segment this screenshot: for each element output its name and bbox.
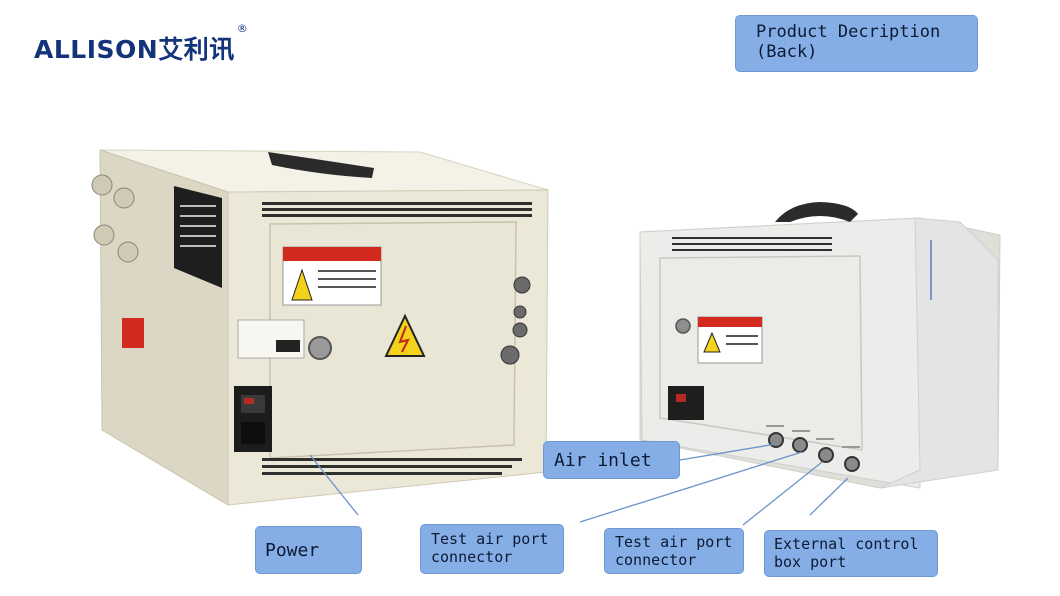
high-voltage-triangle-icon: [384, 313, 426, 357]
power-label: Power: [265, 540, 320, 561]
vent-slots-bottom: [262, 458, 522, 475]
warning-label-right: [697, 316, 763, 364]
side-knobs: [91, 174, 139, 263]
callout-external-control-port: External control box port: [764, 530, 938, 577]
title-line-2: (Back): [756, 42, 818, 63]
door-lock: [308, 336, 332, 360]
callout-test-air-port-2: Test air port connector: [604, 528, 744, 574]
side-connectors: [500, 276, 531, 365]
pointer-lines: [309, 443, 849, 526]
allison-logo: ALLISON艾利讯®: [34, 22, 248, 66]
external-line-1: External control: [774, 535, 919, 553]
vent-slots-top: [262, 202, 532, 217]
page-title: Product Decription (Back): [735, 15, 978, 72]
registered-mark: ®: [236, 22, 249, 35]
callout-power: Power: [255, 526, 362, 574]
logo-brand: ALLISON: [34, 35, 159, 64]
electric-shock-warning-label: [282, 246, 382, 306]
test-port-2-line-2: connector: [615, 550, 697, 569]
test-port-1-line-1: Test air port: [431, 530, 549, 548]
right-device: [639, 202, 1001, 489]
port-connectors: [768, 432, 860, 472]
callout-air-inlet: Air inlet: [543, 441, 680, 479]
test-port-1-line-2: connector: [431, 547, 513, 566]
air-inlet-label: Air inlet: [554, 450, 652, 471]
carry-handle-right: [775, 202, 858, 222]
carry-handle: [268, 152, 374, 178]
power-socket: [234, 386, 272, 452]
logo-chinese: 艾利讯: [158, 35, 235, 64]
external-line-2: box port: [774, 552, 847, 571]
test-port-2-line-1: Test air port: [615, 533, 733, 551]
title-line-1: Product Decription: [756, 22, 941, 42]
left-device: [91, 149, 549, 506]
callout-test-air-port-1: Test air port connector: [420, 524, 564, 574]
